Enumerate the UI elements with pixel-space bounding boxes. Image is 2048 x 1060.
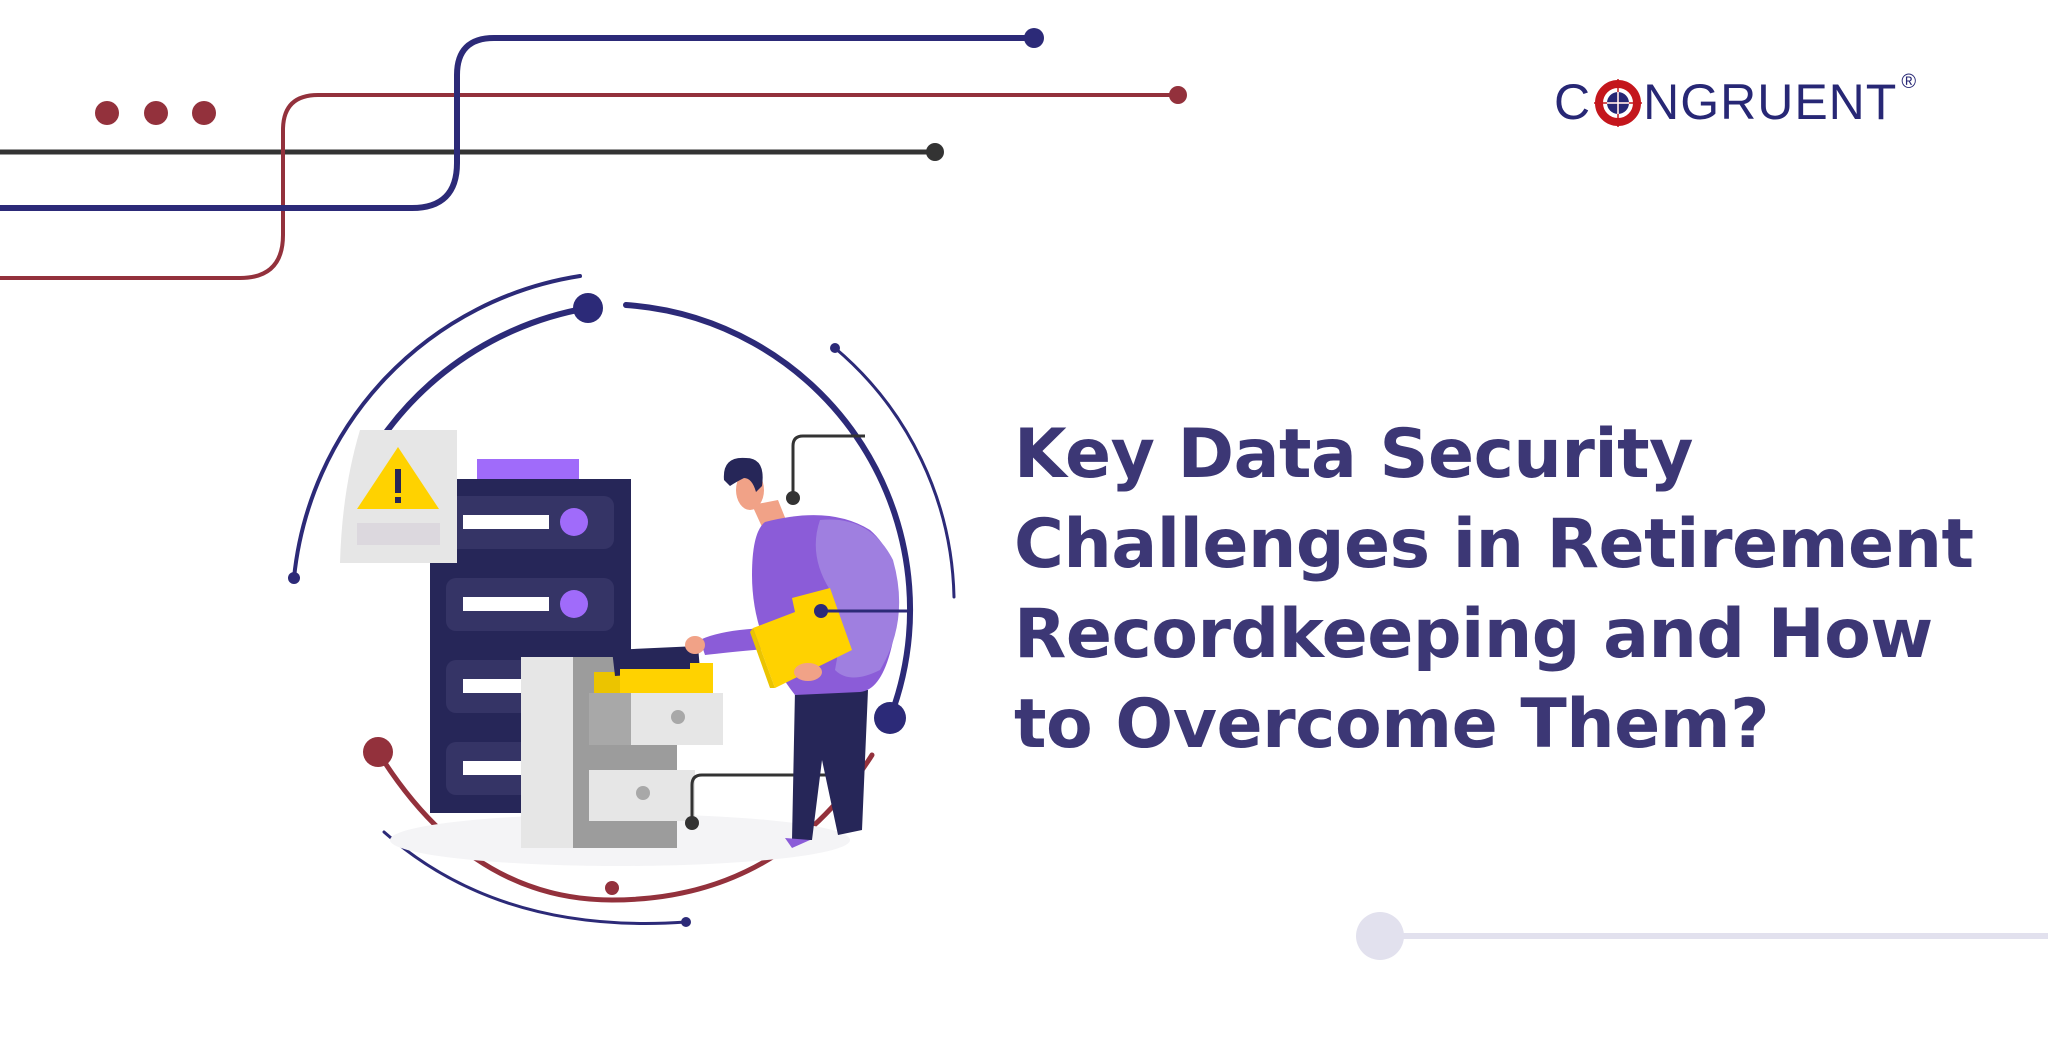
person-figure [685, 457, 900, 848]
warning-triangle-icon [340, 430, 457, 563]
logo-text-end: NGRUENT [1643, 74, 1898, 130]
title-line: Challenges in Retirement [1014, 505, 1974, 584]
menu-dots-icon [95, 101, 216, 125]
registered-mark: ® [1901, 70, 1918, 93]
filing-cabinet-icon [521, 646, 723, 848]
connector-lines [685, 434, 865, 830]
folder-connector [814, 604, 910, 618]
title-line: Key Data Security [1014, 415, 1694, 494]
decor-line-bottom-right [1356, 912, 2048, 960]
title-line: Recordkeeping and How [1014, 595, 1933, 674]
crosshair-target-icon [1593, 78, 1643, 128]
logo-text-start: C [1554, 74, 1592, 130]
circuit-lines [0, 28, 1187, 280]
page-title: Key Data Security Challenges in Retireme… [1014, 410, 1974, 770]
title-line: to Overcome Them? [1014, 685, 1770, 764]
brand-logo[interactable]: C NGRUENT ® [1554, 70, 1918, 132]
